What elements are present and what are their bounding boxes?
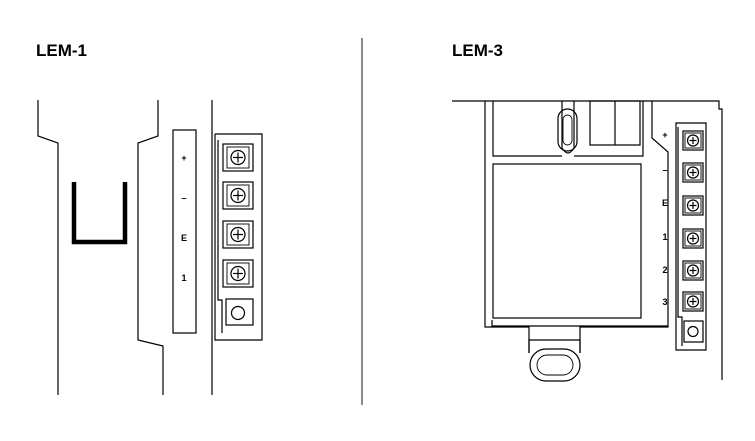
lem3-label-minus: – — [662, 165, 667, 175]
lem3-screw-terminal-1 — [682, 130, 704, 151]
hole-icon — [687, 325, 699, 338]
lem1-label-1: 1 — [181, 273, 186, 283]
screw-icon — [230, 187, 246, 204]
lem3-label-2: 2 — [662, 265, 667, 275]
lem3-title: LEM-3 — [452, 41, 503, 60]
lem3-mounting-hole — [683, 320, 704, 343]
screw-icon — [686, 166, 700, 179]
screw-icon — [230, 226, 246, 243]
hole-icon — [230, 305, 246, 321]
lem3-label-3: 3 — [662, 297, 667, 307]
lem3-top-slot-inner — [562, 114, 573, 146]
lem3-top-slot — [557, 108, 578, 152]
lem3-screw-terminal-6 — [682, 291, 704, 312]
lem3-terminal-block — [675, 122, 707, 351]
lem3-keyhole-neck — [528, 339, 581, 353]
lem1-screw-terminal-1 — [222, 143, 254, 172]
lem3-terminal-block-inner — [677, 127, 683, 346]
lem3-cavity-left — [484, 101, 530, 353]
lem1-label-strip — [172, 129, 197, 334]
lem1-mounting-hole — [225, 298, 254, 326]
lem3-cavity-right-top — [574, 101, 644, 157]
lem1-housing-left-edge — [37, 100, 59, 395]
lem3-screw-terminal-4 — [682, 228, 704, 249]
lem1-label-e: E — [181, 233, 187, 243]
lem1-panel: LEM-1 + – E 1 — [36, 41, 263, 395]
lem1-label-plus: + — [181, 153, 186, 163]
lem1-terminal-block — [214, 133, 263, 341]
screw-icon — [230, 149, 246, 166]
lem1-screw-terminal-2 — [222, 181, 254, 210]
screw-icon — [686, 264, 700, 277]
lem3-cavity-right — [579, 101, 669, 353]
lem3-bottom-keyhole — [529, 348, 581, 382]
lem1-mounting-bracket — [71, 182, 128, 245]
lem3-label-1: 1 — [662, 232, 667, 242]
lem3-screw-terminal-5 — [682, 260, 704, 281]
lem3-screw-terminal-3 — [682, 195, 704, 216]
lem3-component-board — [492, 163, 642, 319]
screw-icon — [230, 265, 246, 282]
lem1-housing-inner-wall — [137, 100, 164, 395]
lem3-panel: LEM-3 + – E 1 2 3 — [452, 41, 723, 382]
lem1-screw-terminal-4 — [222, 259, 254, 288]
lem3-cavity-floor — [491, 320, 668, 327]
lem3-label-plus: + — [662, 130, 667, 140]
lem1-screw-terminal-3 — [222, 220, 254, 249]
lem1-label-minus: – — [181, 193, 186, 203]
screw-icon — [686, 232, 700, 245]
screw-icon — [686, 134, 700, 147]
lem1-title: LEM-1 — [36, 41, 87, 60]
lem3-screw-terminal-2 — [682, 162, 704, 183]
lem1-terminal-block-inner — [217, 140, 223, 333]
lem3-label-e: E — [662, 198, 668, 208]
screw-icon — [686, 199, 700, 212]
lem3-bottom-keyhole-inner — [536, 354, 574, 376]
lem3-cavity-inner-top — [492, 101, 562, 157]
screw-icon — [686, 295, 700, 308]
